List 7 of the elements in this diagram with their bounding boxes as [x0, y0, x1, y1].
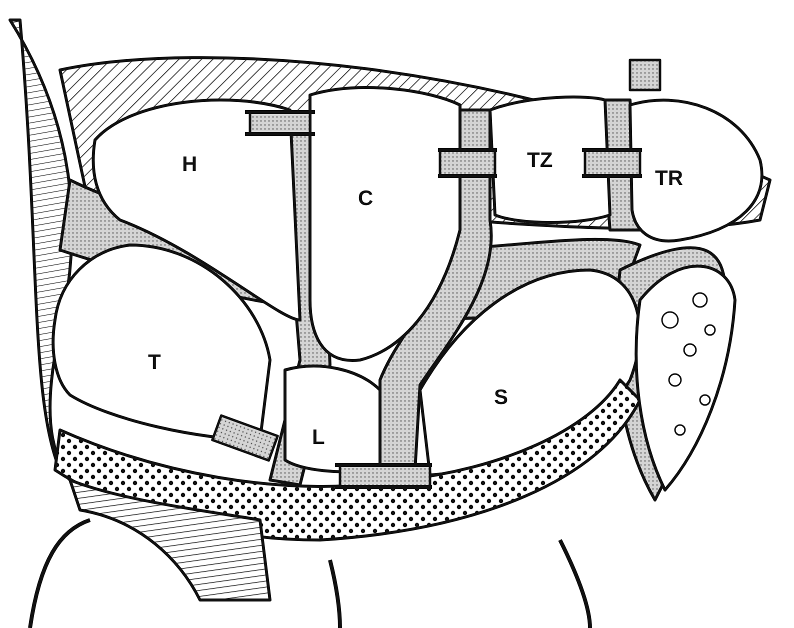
bone-label: S	[494, 387, 508, 408]
bone-label: L	[312, 427, 325, 448]
bone-label: TZ	[527, 150, 553, 171]
bone-label: T	[148, 352, 161, 373]
bone-label: H	[182, 154, 198, 175]
bone-label: C	[358, 188, 374, 209]
bone-label: TR	[655, 168, 683, 189]
